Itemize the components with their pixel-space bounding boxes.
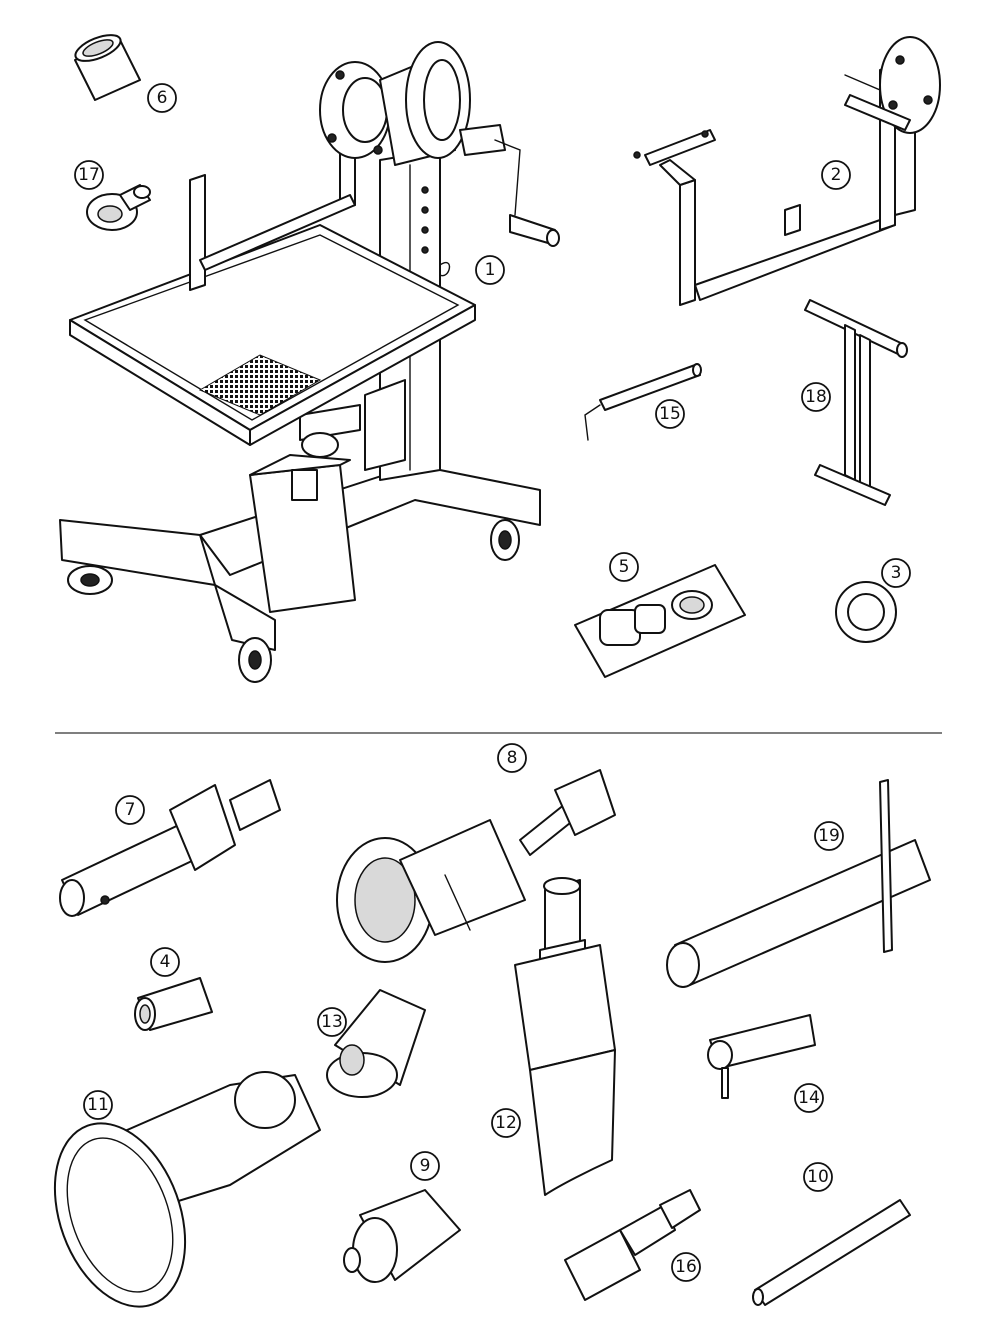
- engine-bracket: [633, 36, 941, 306]
- callout-3: 3: [881, 558, 911, 588]
- callout-label-14: 14: [798, 1088, 820, 1108]
- callout-11: 11: [83, 1090, 113, 1120]
- pressing-tool: [59, 779, 281, 917]
- callout-label-18: 18: [805, 387, 827, 407]
- t-handle-tool: [804, 299, 908, 506]
- rod-tool: [752, 1199, 911, 1306]
- callout-15: 15: [655, 399, 685, 429]
- callout-label-13: 13: [321, 1012, 343, 1032]
- callout-label-5: 5: [619, 557, 630, 577]
- callout-label-11: 11: [87, 1095, 109, 1115]
- t-bar-socket: [666, 779, 931, 988]
- callout-19: 19: [814, 821, 844, 851]
- callout-5: 5: [609, 552, 639, 582]
- pin-tool: [584, 363, 702, 441]
- bearing-tool-set: [574, 564, 746, 678]
- drift-tool: [343, 1189, 461, 1283]
- callout-6: 6: [147, 83, 177, 113]
- callout-label-9: 9: [420, 1156, 431, 1176]
- callout-1: 1: [475, 255, 505, 285]
- callout-17: 17: [74, 160, 104, 190]
- engine-work-stand: [59, 41, 560, 683]
- bearing-puller: [336, 769, 616, 963]
- callout-12: 12: [491, 1108, 521, 1138]
- callout-18: 18: [801, 382, 831, 412]
- callout-10: 10: [803, 1162, 833, 1192]
- callout-16: 16: [671, 1252, 701, 1282]
- callout-label-2: 2: [831, 165, 842, 185]
- callout-label-7: 7: [125, 800, 136, 820]
- callout-label-8: 8: [507, 748, 518, 768]
- callout-13: 13: [317, 1007, 347, 1037]
- callout-label-1: 1: [485, 260, 496, 280]
- callout-label-17: 17: [78, 165, 100, 185]
- insert-tool: [564, 1189, 701, 1301]
- lock-ring: [835, 581, 897, 643]
- callout-2: 2: [821, 160, 851, 190]
- callout-label-10: 10: [807, 1167, 829, 1187]
- callout-label-3: 3: [891, 563, 902, 583]
- callout-7: 7: [115, 795, 145, 825]
- callout-label-12: 12: [495, 1113, 517, 1133]
- callout-14: 14: [794, 1083, 824, 1113]
- callout-9: 9: [410, 1151, 440, 1181]
- large-sleeve: [53, 1071, 321, 1308]
- callout-label-19: 19: [818, 826, 840, 846]
- cone-tool: [134, 977, 213, 1031]
- sleeve-tool: [74, 34, 141, 101]
- callout-label-16: 16: [675, 1257, 697, 1277]
- conical-tool: [326, 989, 426, 1098]
- callout-label-6: 6: [157, 88, 168, 108]
- puller-tool: [86, 184, 151, 231]
- callout-4: 4: [150, 947, 180, 977]
- callout-label-15: 15: [659, 404, 681, 424]
- callout-8: 8: [497, 743, 527, 773]
- separating-tool: [514, 877, 616, 1196]
- callout-label-4: 4: [160, 952, 171, 972]
- adjusting-wrench: [707, 1014, 816, 1099]
